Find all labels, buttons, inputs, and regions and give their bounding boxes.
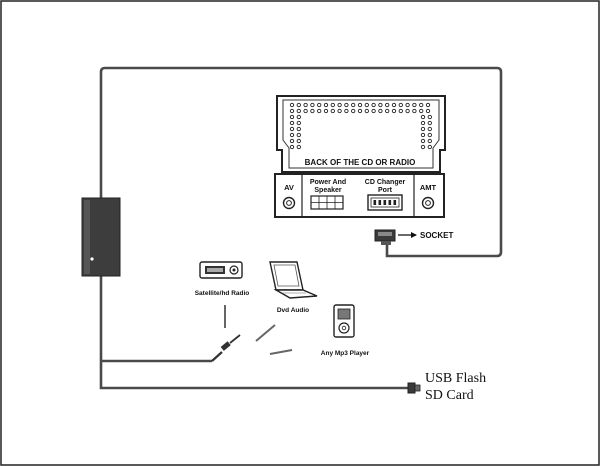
port-panel [274,173,445,218]
mp3-player-label: Any Mp3 Player [321,350,370,357]
dvd-audio-label: Dvd Audio [277,307,309,314]
sd-card-label: SD Card [425,388,474,403]
cd-changer-port-icon [367,194,403,211]
mp3-connection-hint [269,349,293,355]
satellite-radio-label: Satellite/hd Radio [195,290,250,297]
socket-arrow-icon [411,232,417,238]
usb-flash-label: USB Flash [425,371,486,386]
usb-plug-icon [407,382,421,394]
power-port-label-2: Speaker [314,187,342,194]
cd-changer-label-1: CD Changer [365,179,406,186]
head-unit-title: BACK OF THE CD OR RADIO [305,158,416,167]
satellite-radio-icon [199,261,243,279]
cd-changer-label-2: Port [378,187,393,194]
laptop-dvd-icon [269,261,318,299]
av-port-label: AV [284,183,294,192]
mp3-player-icon [333,304,355,338]
module-led-icon [90,257,94,261]
adapter-module [81,197,121,277]
head-unit: BACK OF THE CD OR RADIO AV Power And Spe… [274,95,446,218]
aux-jack-icon [211,334,241,362]
main-cable [99,66,503,258]
usb-cable [99,276,410,390]
socket-label: SOCKET [420,231,453,240]
amt-port-label: AMT [420,183,437,192]
socket-plug-icon [374,229,396,245]
dvd-connection-hint [255,324,276,342]
power-port-label-1: Power And [310,179,346,186]
power-speaker-connector-icon [310,195,344,210]
vent-holes-icon [289,102,432,150]
